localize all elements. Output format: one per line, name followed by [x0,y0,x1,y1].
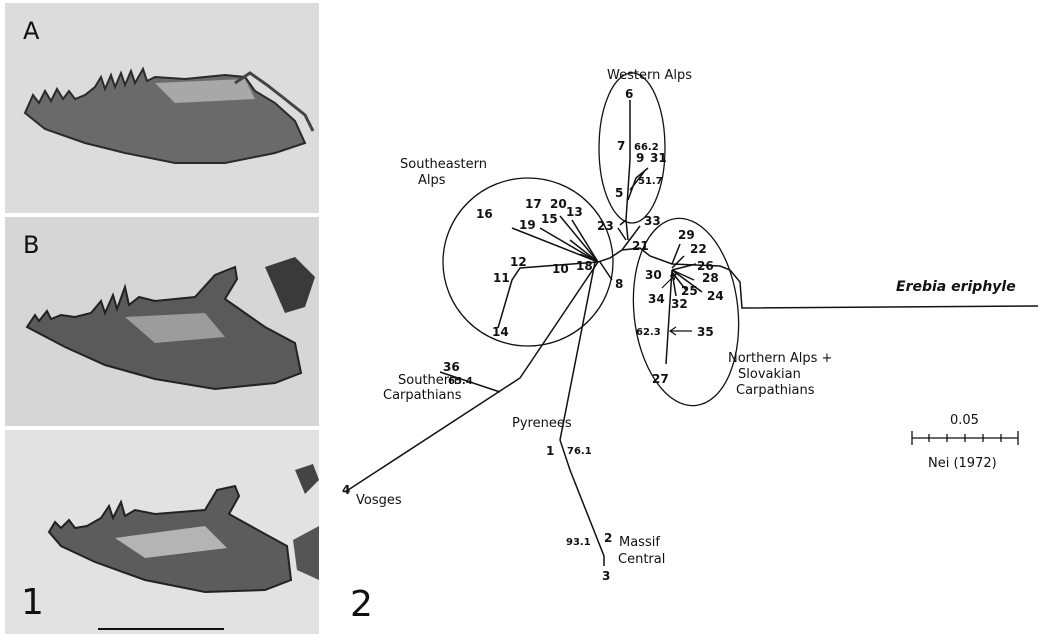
bootstrap-62-3: 62.3 [636,327,661,338]
region-southeastern-alps-line2: Alps [418,173,446,188]
leaf-22: 22 [690,242,707,256]
bootstrap-76-1: 76.1 [567,446,592,457]
bootstrap-65-4: 65.4 [448,376,473,387]
leaf-13: 13 [566,205,583,219]
region-southern-carpathians-line2: Carpathians [383,388,462,403]
leaf-7: 7 [617,139,625,153]
arrow-35 [670,327,692,335]
leaf-12: 12 [510,255,527,269]
leaf-11: 11 [493,271,510,285]
figure-2-number: 2 [350,584,373,625]
leaf-9: 9 [636,151,644,165]
region-northern-alps-line2: Slovakian [738,367,801,382]
leaf-2: 2 [604,531,612,545]
leaf-34: 34 [648,292,665,306]
leaf-6: 6 [625,87,633,101]
bootstrap-66-2: 66.2 [634,142,659,153]
leaf-3: 3 [602,569,610,583]
leaf-20: 20 [550,197,567,211]
region-pyrenees: Pyrenees [512,416,572,431]
leaf-21: 21 [632,239,649,253]
leaf-5: 5 [615,186,623,200]
scale-value: 0.05 [950,413,979,428]
leaf-36: 36 [443,360,460,374]
region-western-alps: Western Alps [607,68,692,83]
leaf-8: 8 [615,277,623,291]
leaf-23: 23 [597,219,614,233]
leaf-4: 4 [342,483,350,497]
leaf-33: 33 [644,214,661,228]
region-massif-central-line1: Massif [619,535,660,550]
region-massif-central-line2: Central [618,552,665,567]
scale-label: Nei (1972) [928,456,997,471]
region-northern-alps-line3: Carpathians [736,383,815,398]
leaf-1: 1 [546,444,554,458]
leaf-25: 25 [681,284,698,298]
leaf-24: 24 [707,289,724,303]
leaf-15: 15 [541,212,558,226]
leaf-17: 17 [525,197,542,211]
distance-scale-bar [912,431,1018,445]
bootstrap-51-7: 51.7 [638,176,663,187]
leaf-18: 18 [576,259,593,273]
leaf-14: 14 [492,325,509,339]
leaf-10: 10 [552,262,569,276]
leaf-29: 29 [678,228,695,242]
leaf-27: 27 [652,372,669,386]
leaf-32: 32 [671,297,688,311]
leaf-19: 19 [519,218,536,232]
region-northern-alps-line1: Northern Alps + [728,351,832,366]
bootstrap-93-1: 93.1 [566,537,591,548]
leaf-30: 30 [645,268,662,282]
leaf-28: 28 [702,271,719,285]
leaf-16: 16 [476,207,493,221]
leaf-35: 35 [697,325,714,339]
outgroup-label: Erebia eriphyle [896,279,1016,295]
region-vosges: Vosges [356,493,402,508]
leaf-31: 31 [650,151,667,165]
region-southeastern-alps-line1: Southeastern [400,157,487,172]
